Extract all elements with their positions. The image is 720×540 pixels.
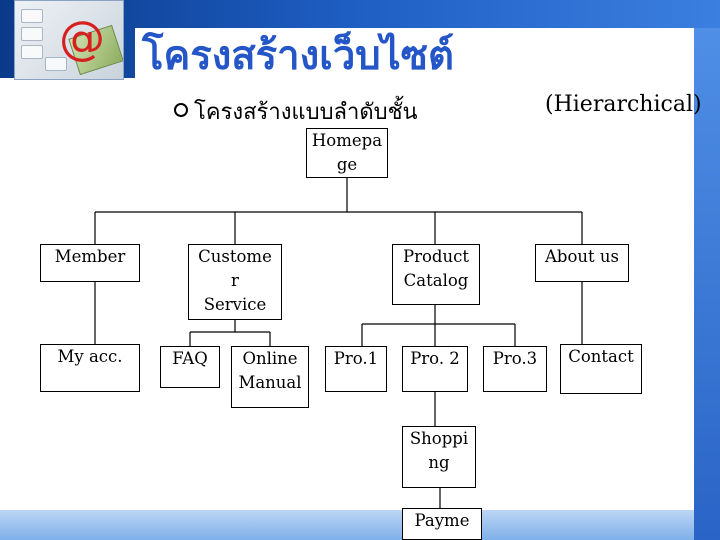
keyboard-key-icon (21, 27, 43, 41)
node-pro-3: Pro.3 (483, 346, 547, 392)
slide-subtitle-english: (Hierarchical) (545, 92, 702, 117)
node-payment: Payme (402, 508, 482, 540)
node-pro-1: Pro.1 (325, 346, 387, 392)
keyboard-key-icon (21, 45, 43, 59)
node-online-manual: Online Manual (231, 346, 309, 408)
slide-title: โครงสร้างเว็บไซต์ (142, 33, 454, 79)
node-contact: Contact (560, 344, 642, 394)
keyboard-key-icon (21, 9, 43, 23)
node-homepage: Homepa ge (306, 128, 388, 178)
keyboard-key-icon (45, 57, 67, 71)
node-member: Member (40, 244, 140, 282)
node-faq: FAQ (160, 346, 220, 388)
node-customer-service: Custome r Service (188, 244, 282, 320)
at-sign-icon: @ (59, 11, 105, 65)
node-shopping: Shoppi ng (402, 426, 476, 488)
title-area (135, 28, 695, 78)
slide-subtitle: โครงสร้างแบบลำดับชั้น (194, 100, 418, 125)
logo-tile: @ (14, 0, 124, 80)
side-stripe (694, 28, 720, 540)
node-about-us: About us (535, 244, 629, 282)
node-pro-2: Pro. 2 (402, 346, 468, 392)
bottom-bar (0, 510, 694, 540)
node-my-account: My acc. (40, 344, 140, 392)
node-product-catalog: Product Catalog (392, 244, 480, 305)
bullet-ring-icon (174, 103, 188, 117)
